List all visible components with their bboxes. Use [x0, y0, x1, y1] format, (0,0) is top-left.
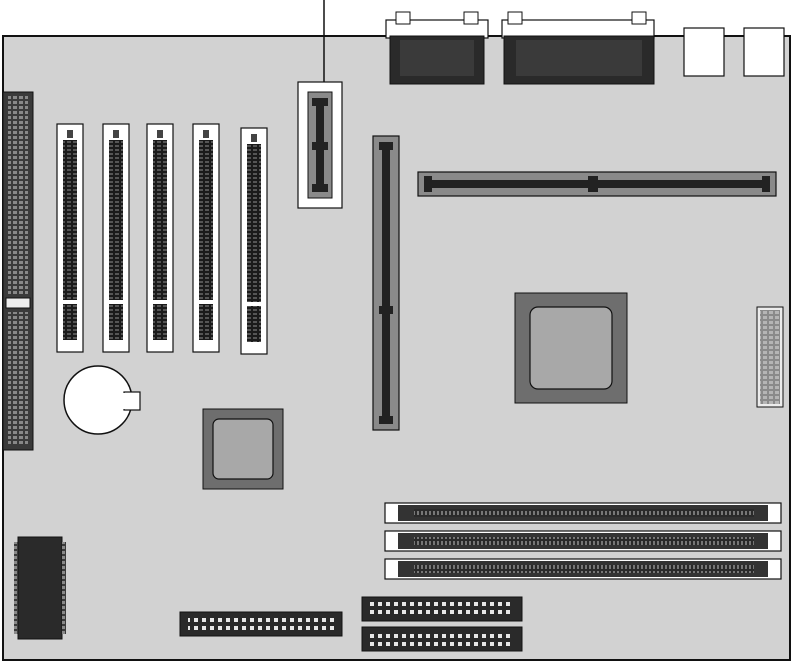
isa-slot — [146, 123, 174, 353]
power-connector — [2, 91, 34, 451]
cpu-chip — [514, 292, 628, 404]
ide-connector — [361, 626, 523, 652]
isa-slot — [240, 127, 268, 355]
chipset — [202, 408, 284, 490]
isa-slot — [102, 123, 130, 353]
bios-chip — [14, 536, 66, 640]
parallel-port-connector — [501, 11, 655, 85]
usb-port — [743, 27, 785, 77]
small-header-connector — [297, 81, 343, 209]
pci-slot-vertical — [372, 135, 400, 431]
floppy-connector — [179, 611, 343, 637]
jumper-header — [756, 306, 784, 408]
cmos-battery — [63, 365, 141, 435]
dimm-slot — [384, 558, 782, 580]
isa-slot — [56, 123, 84, 353]
dimm-slot — [384, 502, 782, 524]
dimm-slot — [384, 530, 782, 552]
isa-slot — [192, 123, 220, 353]
serial-port-connector — [385, 11, 489, 85]
ide-connector — [361, 596, 523, 622]
usb-port — [683, 27, 725, 77]
agp-slot-horizontal — [417, 171, 777, 197]
